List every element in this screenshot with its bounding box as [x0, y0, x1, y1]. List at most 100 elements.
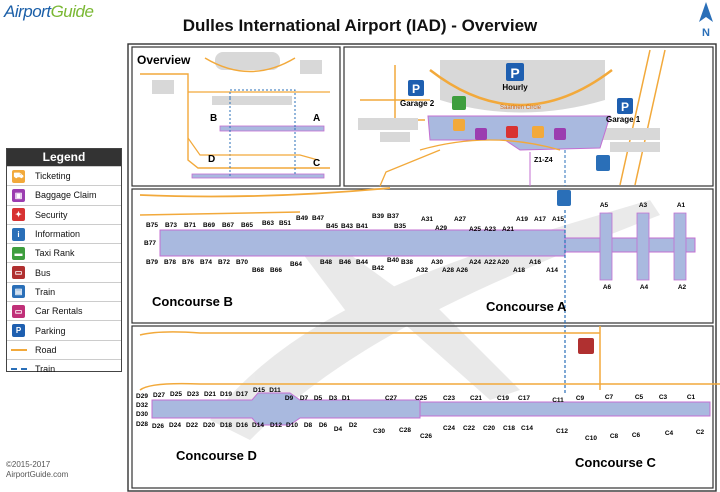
legend-item: ⛟Ticketing	[7, 166, 121, 185]
gate-label: C2	[696, 429, 705, 436]
main-terminal	[358, 49, 666, 187]
gate-label: A29	[435, 225, 447, 232]
gate-label: D7	[300, 395, 309, 402]
gate-label: B67	[222, 222, 234, 229]
gate-label: A15	[552, 216, 564, 223]
legend-item: Train	[7, 358, 121, 378]
gate-label: C4	[665, 430, 674, 437]
gate-label: C24	[443, 425, 455, 432]
gate-label: C20	[483, 425, 495, 432]
concourse-c-label: Concourse C	[575, 455, 657, 470]
gate-label: C11	[552, 397, 564, 404]
concourse-cd-panel	[131, 325, 714, 489]
svg-text:P: P	[412, 82, 420, 96]
gate-label: B45	[326, 223, 338, 230]
gate-label: C25	[415, 395, 427, 402]
gate-label: A27	[454, 216, 466, 223]
gate-label: C17	[518, 395, 530, 402]
gate-label: B43	[341, 223, 353, 230]
gate-label: B48	[320, 259, 332, 266]
legend-item: ▣Baggage Claim	[7, 185, 121, 204]
main-terminal-panel	[343, 46, 714, 187]
gate-label: A4	[640, 284, 649, 291]
legend-item-label: Bus	[35, 267, 51, 278]
copyright: ©2015-2017 AirportGuide.com	[6, 460, 69, 479]
legend-panel: Legend ⛟Ticketing▣Baggage Claim✦Security…	[6, 148, 122, 374]
gate-label: A17	[534, 216, 546, 223]
gate-label: D23	[187, 391, 199, 398]
legend-item-label: Train	[35, 286, 56, 297]
gate-label: C23	[443, 395, 455, 402]
gate-label: B63	[262, 220, 274, 227]
concourse-c-building	[139, 382, 720, 417]
legend-item-label: Baggage Claim	[35, 190, 97, 201]
gate-label: A19	[516, 216, 528, 223]
gate-label: A18	[513, 267, 525, 274]
ticketing-icon	[532, 126, 544, 138]
legend-item-label: Security	[35, 209, 68, 220]
parking-garage1-icon: P	[617, 98, 633, 114]
gate-label: A26	[456, 267, 468, 274]
map-frame	[127, 43, 717, 492]
taxi-icon: ▬	[12, 246, 25, 260]
gate-label: D2	[349, 422, 358, 429]
gate-label: B39	[372, 213, 384, 220]
saarinen-label: Saarinen Circle	[500, 105, 542, 111]
gate-label: D8	[304, 422, 313, 429]
concourse-ab-panel	[131, 188, 714, 324]
gate-label: B37	[387, 213, 399, 220]
gate-label: C8	[610, 433, 619, 440]
gate-label: B74	[200, 259, 212, 266]
gate-label: D3	[329, 395, 338, 402]
gate-label: B41	[356, 223, 368, 230]
gate-label: D28	[136, 421, 148, 428]
baggage-icon	[554, 128, 566, 140]
gate-label: B66	[270, 267, 282, 274]
gate-label: A24	[469, 259, 481, 266]
gate-label: C18	[503, 425, 515, 432]
security-icon: ✦	[12, 208, 25, 222]
gate-label: B71	[184, 222, 196, 229]
gate-label: D27	[153, 392, 165, 399]
legend-item-label: Taxi Rank	[35, 248, 75, 259]
gate-label: A22	[484, 259, 496, 266]
gate-label: C10	[585, 435, 597, 442]
gate-label: C9	[576, 395, 585, 402]
z-gates-label: Z1-Z4	[534, 157, 553, 164]
train-icon: ▤	[12, 285, 25, 299]
gate-label: C26	[420, 433, 432, 440]
gate-label: B35	[394, 223, 406, 230]
car-rental-icon: ▭	[12, 304, 25, 318]
information-icon: i	[12, 227, 25, 241]
airportguide-logo: AirportGuide	[4, 2, 94, 21]
garage1-label: Garage 1	[606, 115, 641, 124]
overview-map	[140, 52, 330, 179]
gate-label: D12	[270, 422, 282, 429]
gate-label: A6	[603, 284, 612, 291]
gate-label: A31	[421, 216, 433, 223]
legend-item: ▭Car Rentals	[7, 301, 121, 320]
gate-label: A16	[529, 259, 541, 266]
gate-label: D16	[236, 422, 248, 429]
gate-label: B42	[372, 265, 384, 272]
legend-item: ✦ Security	[7, 204, 121, 224]
concourse-b-building	[139, 187, 566, 257]
concourse-d-building	[139, 326, 601, 426]
gate-label: D1	[342, 395, 351, 402]
bus-icon: ▭	[12, 266, 25, 280]
gate-label: A20	[497, 259, 509, 266]
gate-label: C3	[659, 394, 668, 401]
ticketing-icon	[453, 119, 465, 131]
gate-label: B47	[312, 215, 324, 222]
train-icon	[557, 190, 571, 206]
gate-label: D4	[334, 426, 343, 433]
gate-label: D24	[169, 422, 181, 429]
legend-item-label: Ticketing	[35, 171, 71, 182]
gate-label: A25	[469, 226, 481, 233]
north-arrow-icon: N	[699, 2, 713, 39]
hourly-label: Hourly	[502, 83, 528, 92]
overview-label-c: C	[313, 158, 320, 169]
overview-label-a: A	[313, 113, 320, 124]
